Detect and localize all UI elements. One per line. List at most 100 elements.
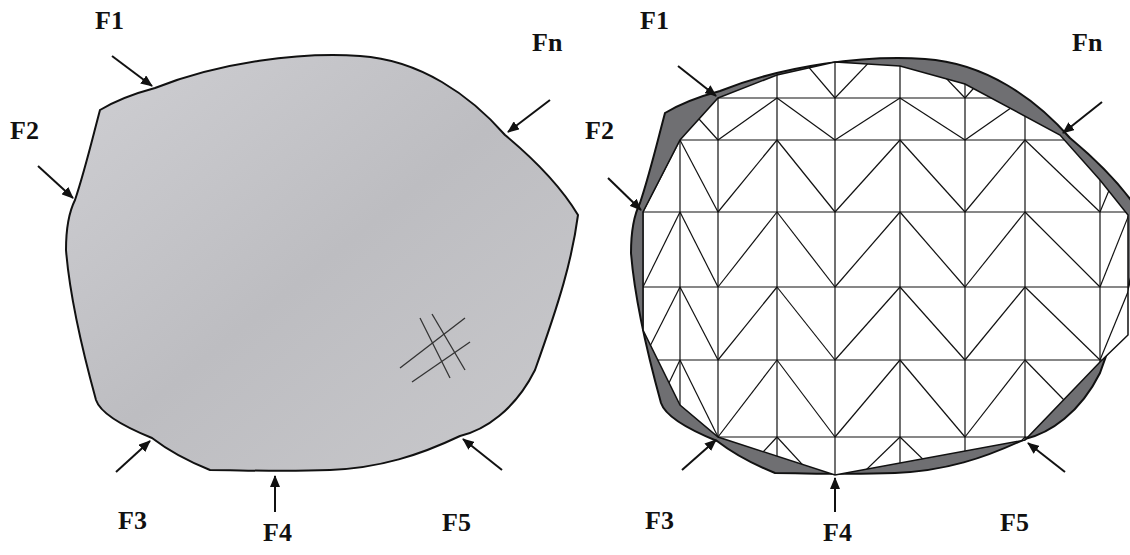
truss-member	[718, 98, 777, 140]
truss-member	[642, 30, 643, 500]
truss-member	[1025, 437, 1100, 500]
truss-member	[1025, 98, 1100, 140]
truss-member	[777, 98, 835, 140]
truss-member	[834, 30, 835, 500]
truss-member	[835, 287, 900, 360]
truss-member	[900, 98, 965, 140]
truss-member	[1100, 212, 1130, 287]
truss-member	[835, 30, 900, 98]
truss-region	[643, 62, 1128, 475]
truss-member	[900, 30, 965, 98]
truss-member	[1025, 360, 1100, 437]
truss-member	[643, 437, 680, 500]
truss-member	[600, 499, 1130, 500]
truss-member	[835, 140, 900, 212]
truss-member	[599, 30, 600, 500]
truss-member	[965, 30, 1025, 98]
truss-member	[777, 30, 835, 98]
truss-member	[1129, 30, 1130, 500]
truss-member	[835, 360, 900, 437]
truss-member	[900, 287, 965, 360]
cross-hatch	[400, 314, 470, 382]
force-label: F5	[1000, 510, 1029, 536]
truss-member	[1100, 140, 1130, 212]
truss-member	[835, 212, 900, 287]
truss-member	[900, 212, 965, 287]
truss-member	[680, 98, 718, 140]
truss-member	[718, 287, 777, 360]
truss-member	[1100, 437, 1130, 500]
truss-member	[600, 29, 1130, 30]
truss-member	[900, 140, 965, 212]
truss-member	[680, 30, 718, 98]
truss-member	[643, 287, 680, 360]
truss-member	[718, 360, 777, 437]
truss-member	[964, 30, 965, 500]
force-label: F3	[118, 508, 147, 534]
truss-mesh	[600, 30, 1130, 500]
force-label: Fn	[532, 30, 562, 56]
truss-member	[718, 30, 777, 98]
truss-member	[777, 287, 835, 360]
truss-member	[777, 140, 835, 212]
truss-member	[1025, 287, 1100, 360]
truss-member	[679, 30, 680, 500]
truss-member	[680, 140, 718, 212]
truss-member	[900, 437, 965, 500]
force-label: F1	[95, 8, 124, 34]
truss-member	[1024, 30, 1025, 500]
force-label: F1	[640, 8, 669, 34]
truss-member	[600, 287, 643, 360]
truss-member	[718, 437, 777, 500]
force-arrows	[608, 66, 1102, 512]
truss-member	[643, 30, 680, 98]
truss-member	[965, 140, 1025, 212]
truss-member	[1100, 30, 1130, 98]
truss-member	[600, 212, 643, 287]
truss-member	[899, 30, 900, 500]
truss-member	[900, 360, 965, 437]
truss-member	[776, 30, 777, 500]
force-label: F4	[263, 520, 292, 546]
truss-member	[1099, 30, 1100, 500]
truss-member	[680, 287, 718, 360]
truss-member	[1100, 287, 1130, 360]
truss-member	[965, 98, 1025, 140]
truss-member	[643, 140, 680, 212]
truss-member	[600, 30, 643, 98]
truss-member	[965, 212, 1025, 287]
truss-member	[600, 437, 643, 500]
force-label: F5	[442, 510, 471, 536]
solid-body	[66, 55, 578, 471]
force-label: F4	[823, 520, 852, 546]
truss-member	[680, 360, 718, 437]
force-label: Fn	[1072, 30, 1102, 56]
truss-member	[777, 360, 835, 437]
truss-member	[600, 436, 1130, 437]
truss-member	[718, 212, 777, 287]
truss-member	[680, 437, 718, 500]
truss-member	[835, 437, 900, 500]
truss-member	[965, 360, 1025, 437]
truss-member	[600, 97, 1130, 98]
truss-member	[600, 140, 643, 212]
truss-member	[1100, 98, 1130, 140]
force-arrows	[38, 56, 550, 512]
truss-member	[835, 98, 900, 140]
truss-member	[718, 140, 777, 212]
truss-member	[965, 437, 1025, 500]
force-label: F3	[645, 508, 674, 534]
truss-member	[965, 287, 1025, 360]
truss-member	[1100, 360, 1130, 437]
truss-member	[643, 212, 680, 287]
truss-member	[680, 212, 718, 287]
truss-member	[643, 98, 680, 140]
truss-member	[600, 139, 1130, 140]
truss-member	[777, 437, 835, 500]
force-label: F2	[585, 118, 614, 144]
truss-member	[1025, 212, 1100, 287]
truss-member	[1025, 140, 1100, 212]
truss-member	[600, 360, 643, 437]
force-label: F2	[10, 118, 39, 144]
